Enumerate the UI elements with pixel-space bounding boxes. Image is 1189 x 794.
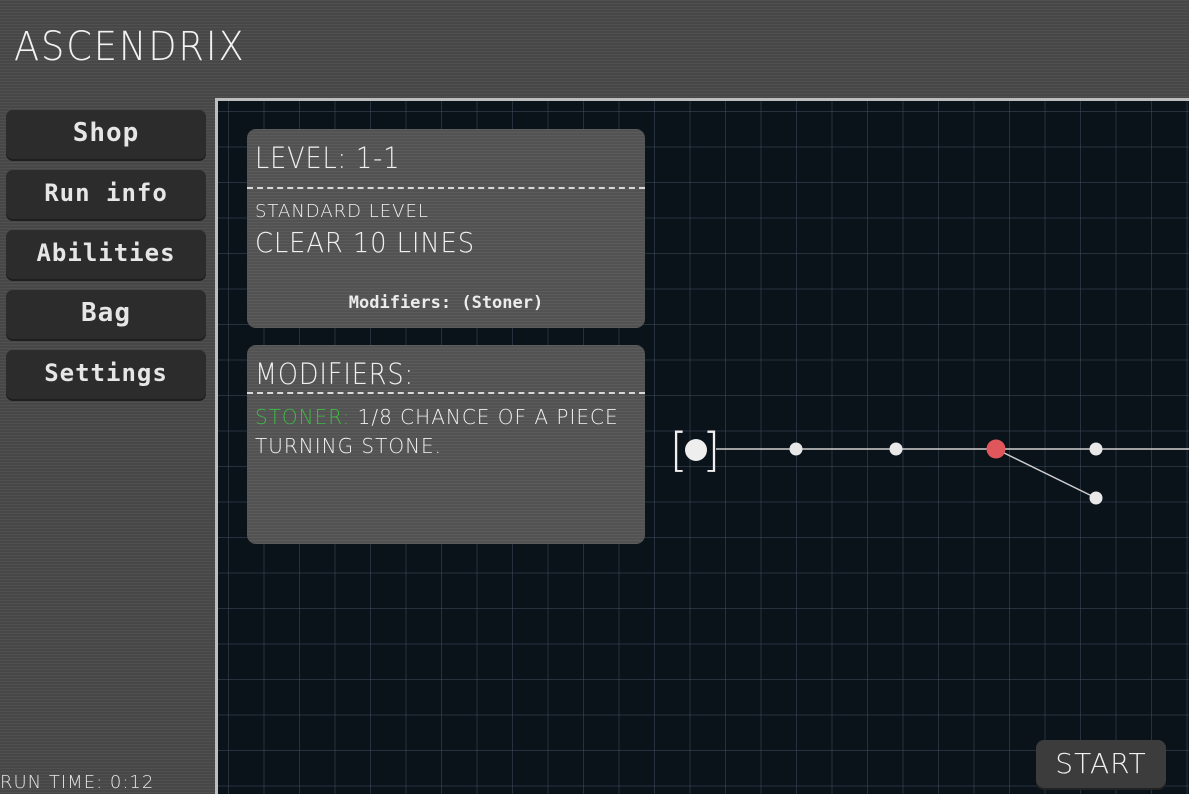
- run-info-button[interactable]: Run info: [6, 170, 206, 219]
- modifier-description: STONER: 1/8 CHANCE OF A PIECE TURNING ST…: [255, 403, 635, 461]
- level-heading: LEVEL: 1-1: [255, 141, 401, 175]
- level-node-branch[interactable]: [1089, 491, 1103, 505]
- modifiers-panel: MODIFIERS: STONER: 1/8 CHANCE OF A PIECE…: [247, 345, 645, 544]
- dashed-divider: [247, 392, 645, 394]
- sidebar-menu: Shop Run info Abilities Bag Settings: [6, 110, 206, 410]
- level-node[interactable]: [789, 442, 803, 456]
- level-info-panel: LEVEL: 1-1 STANDARD LEVEL CLEAR 10 LINES…: [247, 129, 645, 328]
- run-time-readout: RUN TIME: 0:12: [0, 772, 155, 793]
- modifier-effect: 1/8 CHANCE OF A PIECE TURNING STONE.: [255, 405, 619, 458]
- game-title: ASCENDRIX: [14, 24, 246, 70]
- abilities-button[interactable]: Abilities: [6, 230, 206, 279]
- level-node[interactable]: [1089, 442, 1103, 456]
- level-node[interactable]: [889, 442, 903, 456]
- shop-button[interactable]: Shop: [6, 110, 206, 159]
- special-level-node[interactable]: [986, 439, 1006, 459]
- modifier-name: STONER:: [255, 405, 351, 429]
- current-level-node[interactable]: [685, 439, 707, 461]
- level-goal: CLEAR 10 LINES: [255, 226, 476, 259]
- level-modifiers-summary: Modifiers: (Stoner): [348, 293, 544, 313]
- path-line-branch: [995, 448, 1097, 499]
- bag-button[interactable]: Bag: [6, 290, 206, 339]
- level-type: STANDARD LEVEL: [255, 201, 429, 222]
- start-button[interactable]: START: [1036, 740, 1166, 788]
- settings-button[interactable]: Settings: [6, 350, 206, 399]
- modifiers-heading: MODIFIERS:: [255, 357, 414, 391]
- dashed-divider: [247, 187, 645, 189]
